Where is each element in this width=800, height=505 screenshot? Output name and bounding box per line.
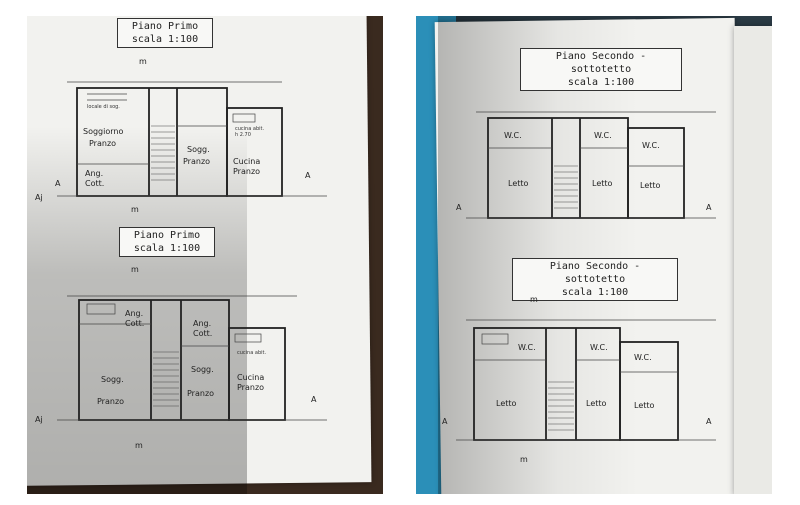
svg-text:Pranzo: Pranzo [233, 167, 260, 176]
section-mark-a: A [305, 171, 311, 180]
left-bottom-title: Piano Primo [133, 230, 201, 241]
svg-text:W.C.: W.C. [642, 141, 660, 150]
section-mark-aj: Aj [35, 415, 43, 424]
right-bottom-scale: scala 1:100 [561, 287, 629, 298]
svg-text:h 2.70: h 2.70 [235, 132, 251, 138]
svg-text:Cucina: Cucina [233, 157, 260, 166]
section-mark-a: A [311, 395, 317, 404]
svg-text:cucina abit.: cucina abit. [235, 126, 264, 132]
svg-text:Sogg.: Sogg. [101, 375, 124, 384]
right-top-floorplan: W.C. W.C. W.C. Letto Letto Letto A A [456, 111, 716, 219]
svg-text:W.C.: W.C. [634, 353, 652, 362]
left-top-title: Piano Primo [131, 21, 199, 32]
stairs [554, 165, 578, 209]
north-mark: m [135, 441, 143, 450]
svg-text:Cott.: Cott. [85, 179, 104, 188]
svg-text:Sogg.: Sogg. [191, 365, 214, 374]
right-bottom-floorplan: m W.C. W.C. W.C. Letto Letto Letto A A m [442, 295, 716, 464]
north-mark: m [520, 455, 528, 464]
right-paper-edge [734, 26, 772, 494]
left-top-title-box: Piano Primo scala 1:100 [117, 18, 213, 48]
svg-text:W.C.: W.C. [594, 131, 612, 140]
left-bottom-scale: scala 1:100 [133, 243, 201, 254]
svg-text:Letto: Letto [496, 399, 517, 408]
right-top-title-box: Piano Secondo - sottotetto scala 1:100 [520, 48, 682, 91]
left-photo: Piano Primo scala 1:100 m Soggiorno Pran… [27, 16, 383, 494]
svg-text:W.C.: W.C. [504, 131, 522, 140]
svg-text:locale di sog.: locale di sog. [87, 104, 120, 110]
right-photo: Piano Secondo - sottotetto scala 1:100 W… [416, 16, 772, 494]
section-mark-a: A [706, 417, 712, 426]
svg-text:Letto: Letto [640, 181, 661, 190]
section-mark-a: A [442, 417, 448, 426]
north-mark: m [131, 265, 139, 274]
svg-text:W.C.: W.C. [590, 343, 608, 352]
right-bottom-title: Piano Secondo - sottotetto [549, 261, 641, 285]
north-mark: m [530, 295, 538, 304]
svg-text:Pranzo: Pranzo [183, 157, 210, 166]
section-mark-a: A [706, 203, 712, 212]
section-mark-aj: Aj [35, 193, 43, 202]
stairs [151, 125, 175, 181]
right-top-scale: scala 1:100 [567, 77, 635, 88]
svg-text:Ang.: Ang. [85, 169, 103, 178]
svg-text:Letto: Letto [592, 179, 613, 188]
left-top-floorplan: m Soggiorno Pranzo Sogg. Pranzo Cucina P… [35, 57, 327, 214]
left-bottom-title-box: Piano Primo scala 1:100 [119, 227, 215, 257]
svg-text:Letto: Letto [586, 399, 607, 408]
svg-text:Ang.: Ang. [125, 309, 143, 318]
svg-text:Pranzo: Pranzo [97, 397, 124, 406]
left-top-scale: scala 1:100 [131, 34, 199, 45]
svg-text:W.C.: W.C. [518, 343, 536, 352]
svg-text:Soggiorno: Soggiorno [83, 127, 123, 136]
section-mark-a: A [456, 203, 462, 212]
svg-text:Ang.: Ang. [193, 319, 211, 328]
left-bottom-floorplan: m Ang. Cott. Ang. Cott. Sogg. Pranzo Sog… [35, 265, 327, 450]
right-bottom-title-box: Piano Secondo - sottotetto scala 1:100 [512, 258, 678, 301]
svg-text:Pranzo: Pranzo [187, 389, 214, 398]
svg-text:Cott.: Cott. [193, 329, 212, 338]
svg-text:Letto: Letto [634, 401, 655, 410]
svg-text:cucina abit.: cucina abit. [237, 350, 266, 356]
stairs [548, 381, 574, 431]
svg-text:Cott.: Cott. [125, 319, 144, 328]
svg-text:Sogg.: Sogg. [187, 145, 210, 154]
svg-text:Letto: Letto [508, 179, 529, 188]
stairs [153, 351, 179, 407]
north-mark: m [131, 205, 139, 214]
svg-text:Pranzo: Pranzo [89, 139, 116, 148]
north-mark: m [139, 57, 147, 66]
svg-text:Cucina: Cucina [237, 373, 264, 382]
section-mark-a: A [55, 179, 61, 188]
right-top-title: Piano Secondo - sottotetto [555, 51, 647, 75]
svg-text:Pranzo: Pranzo [237, 383, 264, 392]
